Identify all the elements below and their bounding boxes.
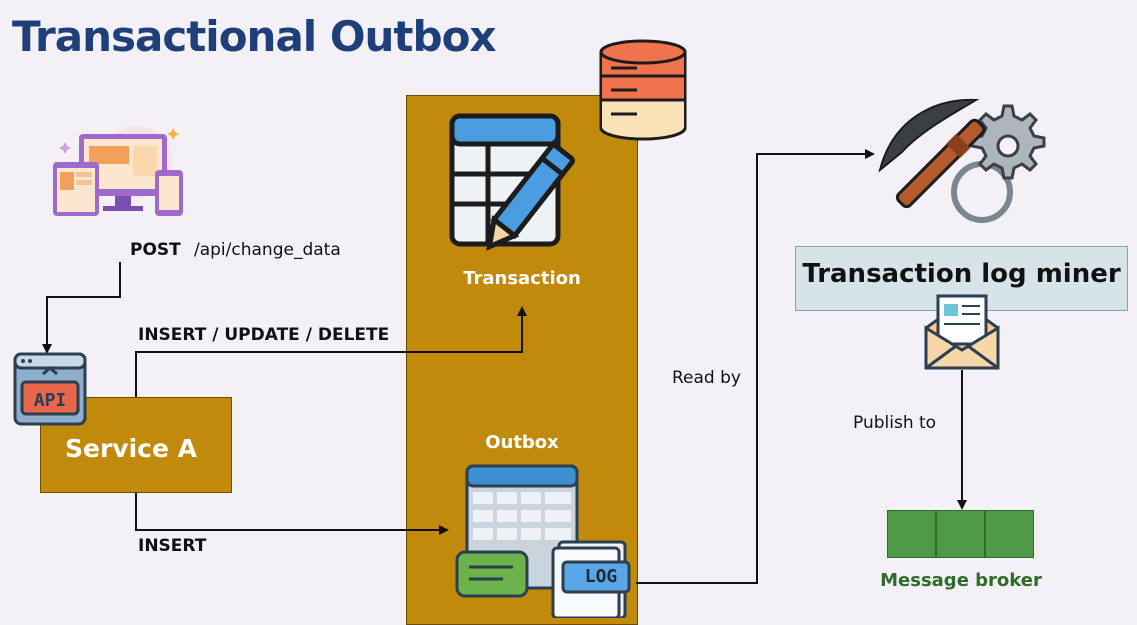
envelope-icon [924,294,1000,370]
publish-to-label: Publish to [853,413,937,433]
read-by-label: Read by [672,368,741,388]
service-a-label: Service A [65,434,197,463]
broker-slot [936,510,985,558]
log-miner-label: Transaction log miner [802,259,1121,289]
arrow-client-to-service [42,262,121,354]
message-broker-label: Message broker [880,570,1042,591]
transaction-label: Transaction [463,268,581,289]
log-miner-icon [878,98,1046,223]
api-icon: API [13,352,87,426]
page-title: Transactional Outbox [12,12,497,61]
endpoint-path: /api/change_data [194,240,341,260]
service-a-box [40,397,232,493]
insert-label: INSERT [138,536,207,556]
outbox-label: Outbox [485,432,559,453]
web-client-icon [53,126,183,216]
database-icon [599,39,687,141]
arrow-log-to-miner [636,149,875,584]
http-method: POST [130,240,181,260]
broker-slot [887,510,936,558]
outbox-table-icon [455,464,631,618]
insert-update-delete-label: INSERT / UPDATE / DELETE [138,325,390,345]
arrow-service-to-transaction [135,306,527,397]
transaction-table-icon [449,113,575,251]
log-badge: LOG [584,566,618,587]
arrow-service-to-outbox [135,493,449,535]
api-badge-text: API [34,390,67,411]
broker-slot [985,510,1034,558]
